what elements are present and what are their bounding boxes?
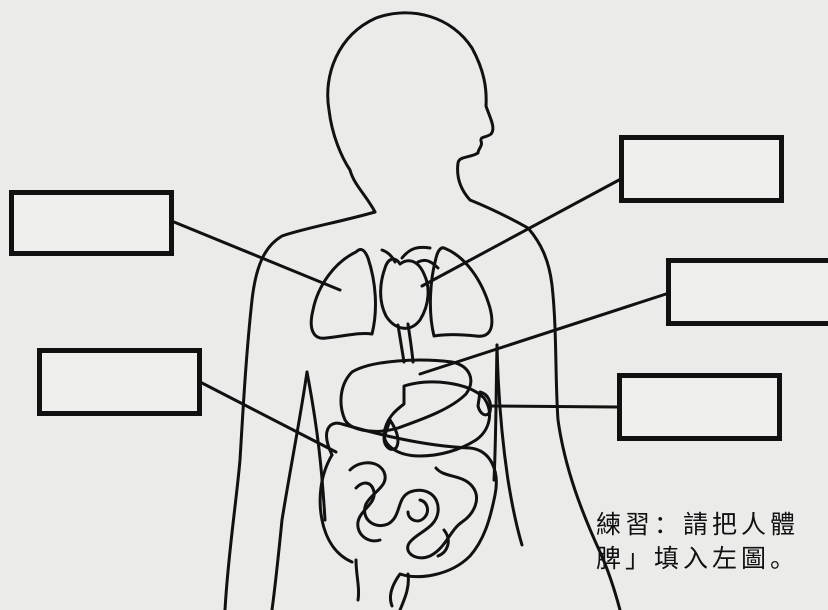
- heart-vessels: [382, 247, 438, 268]
- heart: [381, 259, 428, 328]
- right-inner-arm: [497, 345, 522, 545]
- leader-line-left-upper: [174, 222, 340, 290]
- label-box-right-upper[interactable]: [619, 135, 784, 203]
- right-torso-side: [494, 345, 497, 480]
- instruction-line-1: 練習：請把人體: [596, 508, 828, 542]
- instruction-text: 練習：請把人體脾」填入左圖。: [596, 508, 828, 576]
- right-lung: [430, 248, 492, 336]
- rectum: [356, 560, 408, 610]
- liver: [341, 360, 471, 431]
- body-outline: [328, 13, 620, 610]
- small-intestine: [350, 463, 477, 558]
- label-box-left-lower[interactable]: [37, 348, 202, 416]
- label-box-right-middle[interactable]: [666, 258, 828, 326]
- instruction-line-2: 脾」填入左圖。: [596, 542, 828, 576]
- left-inner-arm: [272, 372, 307, 610]
- label-box-right-lower[interactable]: [617, 373, 782, 441]
- left-lung: [311, 250, 375, 339]
- leader-line-right-lower: [490, 406, 617, 407]
- label-box-left-upper[interactable]: [9, 190, 174, 256]
- leader-line-right-upper: [422, 180, 619, 286]
